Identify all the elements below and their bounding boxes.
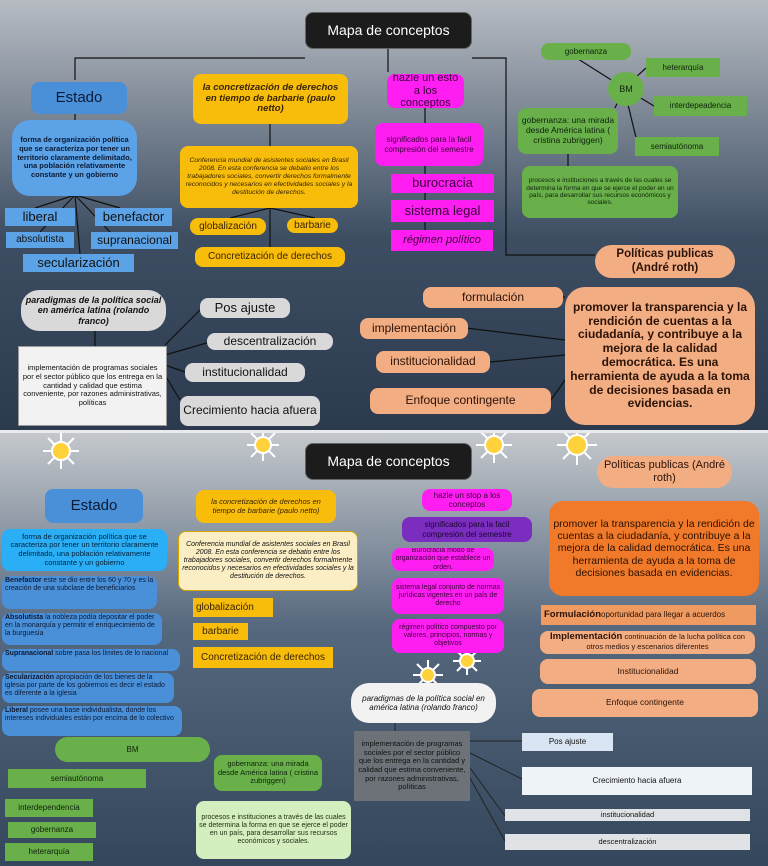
- institucionalidad-node: institucionalidad: [376, 351, 490, 373]
- enfoque-node-2: Enfoque contingente: [532, 689, 758, 717]
- benefactor-node: benefactor: [95, 208, 172, 226]
- concretizacion-node: Concretización de derechos: [195, 247, 345, 267]
- gobernanza-node: gobernanza: [541, 43, 631, 60]
- sun-icon: [43, 433, 79, 469]
- map-title: Mapa de conceptos: [305, 12, 472, 49]
- conceptos-node-2: hazle un stop a los conceptos: [422, 489, 512, 511]
- significados-node: significados para la facil compresión de…: [375, 123, 483, 166]
- liberal-term: Liberal: [5, 707, 28, 714]
- map-title-2: Mapa de conceptos: [305, 443, 472, 480]
- bottom-concept-map: Mapa de conceptos Estado forma de organi…: [0, 433, 768, 866]
- globalizacion-node-2: globalización: [193, 598, 273, 617]
- barbarie-node-2: barbarie: [193, 623, 248, 640]
- implementacion-node: implementación: [360, 318, 468, 339]
- top-connector-lines: [34, 49, 655, 401]
- formulacion-node: formulación: [423, 287, 563, 308]
- panel-separator: [0, 430, 768, 433]
- interdependencia-node: interdepeadencia: [654, 96, 747, 116]
- absolutista-node: absolutista: [6, 232, 74, 248]
- significados-node-2: significados para la facil compresión de…: [402, 517, 532, 542]
- gobernanza-procesos: procesos e instituciones a través de las…: [522, 166, 678, 218]
- secularizacion-desc: apropiación de los bienes de la iglesia …: [5, 674, 165, 698]
- top-concept-map: Mapa de conceptos Estado forma de organi…: [0, 0, 768, 430]
- regimen-node: régimen político: [391, 230, 493, 251]
- benefactor-term: Benefactor: [5, 577, 42, 584]
- politicas-node-2: Políticas publicas (André roth): [597, 456, 732, 488]
- institucionalidad-node-2: Institucionalidad: [540, 659, 756, 684]
- sun-icon: [557, 433, 597, 465]
- absolutista-term: Absolutista: [5, 614, 44, 621]
- derechos-conference-2: Conferencia mundial de asistentes social…: [178, 531, 358, 591]
- barbarie-node: barbarie: [287, 218, 338, 233]
- liberal-desc: posee una base individualista, donde los…: [5, 707, 174, 723]
- crecimiento-node-2: Crecimiento hacia afuera: [522, 767, 752, 795]
- enfoque-node: Enfoque contingente: [370, 388, 551, 414]
- gobernanza-procesos-2: procesos e instituciones a través de las…: [196, 801, 351, 859]
- sun-icon: [247, 433, 279, 461]
- implementacion-term: Implementación: [550, 631, 623, 642]
- gobernanza-mirada-2: gobernanza: una mirada desde América lat…: [214, 755, 322, 791]
- interdependencia-node-2: interdependencia: [5, 799, 93, 817]
- supranacional-def: Supranacional sobre pasa los límites de …: [2, 649, 180, 671]
- pos-ajuste-node: Pos ajuste: [200, 298, 290, 318]
- globalizacion-node: globalización: [190, 218, 266, 235]
- estado-definition-2: forma de organización política que se ca…: [2, 529, 167, 571]
- estado-node: Estado: [31, 82, 127, 114]
- gobernanza-mirada: gobernanza: una mirada desde América lat…: [518, 108, 618, 154]
- politicas-promover-2: promover la transparencia y la rendición…: [549, 501, 759, 596]
- politicas-node: Políticas publicas (André roth): [595, 245, 735, 278]
- institucionalidad-paradigma-node-2: institucionalidad: [505, 809, 750, 821]
- secularizacion-def: Secularización apropiación de los bienes…: [2, 673, 174, 703]
- formulacion-def: Formulación oportunidad para llegar a ac…: [541, 605, 756, 625]
- liberal-def: Liberal posee una base individualista, d…: [2, 706, 182, 736]
- liberal-node: liberal: [5, 208, 75, 226]
- burocracia-node: burocracia: [391, 174, 494, 193]
- institucionalidad-paradigma-node: institucionalidad: [185, 363, 305, 382]
- estado-definition: forma de organización política que se ca…: [12, 120, 137, 196]
- semiautonoma-node-2: semiautónoma: [8, 769, 146, 788]
- formulacion-desc: oportunidad para llegar a acuerdos: [601, 610, 726, 620]
- sun-icon: [476, 433, 512, 463]
- semiautonoma-node: semiautónoma: [635, 137, 719, 156]
- absolutista-def: Absolutista la nobleza podía depositar e…: [2, 613, 162, 645]
- paradigmas-node-2: paradigmas de la política social en amér…: [351, 683, 496, 723]
- paradigmas-implementacion-2: implementación de programas sociales por…: [354, 731, 470, 801]
- conceptos-node: hazle un esto a los conceptos: [387, 74, 464, 108]
- benefactor-def: Benefactor este se dio entre los 60 y 70…: [2, 576, 157, 609]
- bm-node-2: BM: [55, 737, 210, 762]
- crecimiento-node: Crecimiento hacia afuera: [180, 396, 320, 426]
- formulacion-term: Formulación: [544, 608, 602, 620]
- burocracia-node-2: Burocracia modo de organización que esta…: [392, 548, 494, 571]
- regimen-node-2: régimen político compuesto por valores, …: [392, 619, 504, 653]
- descentralizacion-node-2: descentralización: [505, 834, 750, 850]
- bm-node: BM: [608, 72, 644, 106]
- estado-node-2: Estado: [45, 489, 143, 523]
- heterarquia-node-2: heterarquía: [5, 843, 93, 861]
- secularizacion-node: secularización: [23, 254, 134, 272]
- paradigmas-implementacion: implementación de programas sociales por…: [18, 346, 167, 426]
- concretizacion-node-2: Concretización de derechos: [193, 647, 333, 668]
- supranacional-desc: sobre pasa los límites de lo nacional: [53, 650, 169, 657]
- absolutista-desc: la nobleza podía depositar el poder en l…: [5, 614, 155, 638]
- derechos-node: la concretización de derechos en tiempo …: [193, 74, 348, 124]
- politicas-promover: promover la transparencia y la rendición…: [565, 287, 755, 425]
- supranacional-node: supranacional: [91, 232, 178, 249]
- sun-icon: [453, 647, 481, 675]
- descentralizacion-node: descentralización: [207, 333, 333, 350]
- implementacion-desc: continuación de la lucha política con ot…: [586, 632, 745, 651]
- sistema-legal-node-2: sistema legal conjunto de normas jurídic…: [392, 578, 504, 614]
- benefactor-desc: este se dio entre los 60 y 70 y es la cr…: [5, 577, 154, 593]
- secularizacion-term: Secularización: [5, 674, 55, 681]
- derechos-node-2: la concretización de derechos en tiempo …: [196, 490, 336, 523]
- paradigmas-node: paradigmas de la política social en amér…: [21, 290, 166, 331]
- derechos-conference: Conferencia mundial de asistentes social…: [180, 146, 358, 208]
- gobernanza-node-2: gobernanza: [8, 822, 96, 838]
- pos-ajuste-node-2: Pos ajuste: [522, 733, 613, 751]
- supranacional-term: Supranacional: [5, 650, 54, 657]
- implementacion-def: Implementación continuación de la lucha …: [540, 631, 755, 654]
- heterarquia-node: heterarquía: [646, 58, 720, 77]
- sistema-legal-node: sistema legal: [391, 200, 494, 222]
